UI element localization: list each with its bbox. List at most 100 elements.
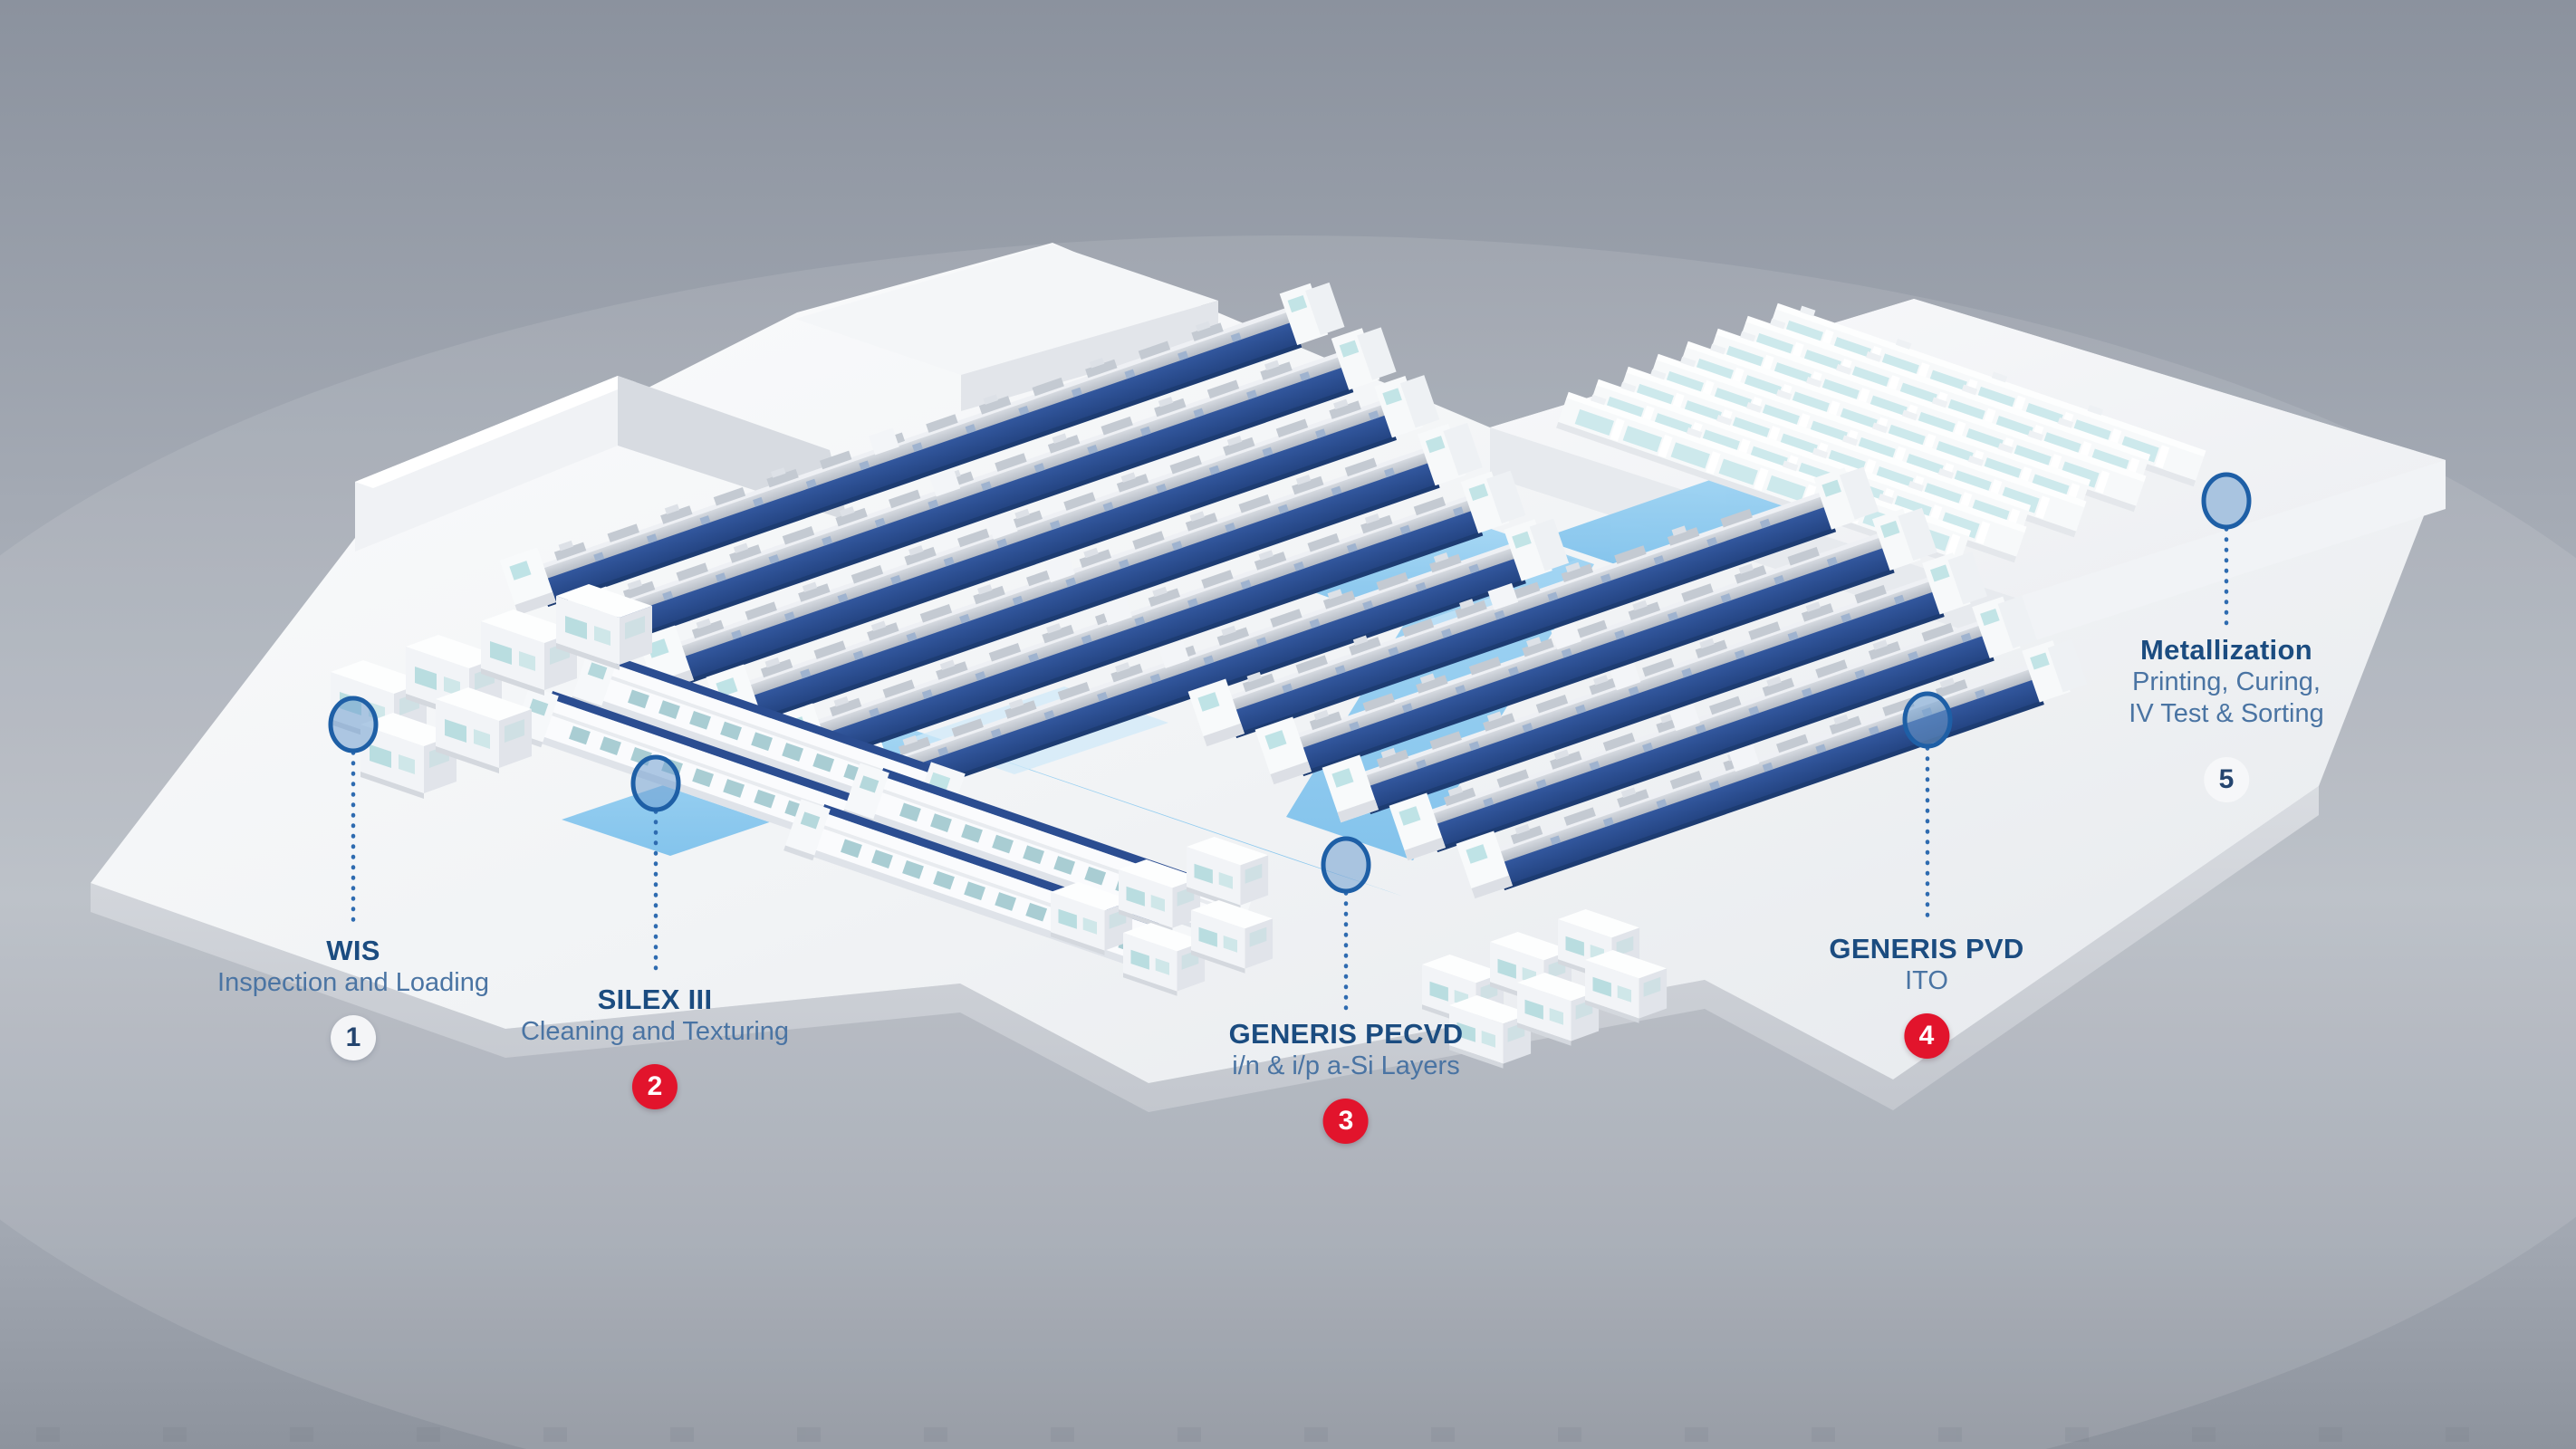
back-wall-2-face bbox=[961, 301, 1218, 411]
machine-part bbox=[1728, 744, 1760, 772]
filmstrip-mark bbox=[2065, 1427, 2089, 1442]
machine-part bbox=[569, 725, 591, 745]
machine-part bbox=[1813, 467, 1863, 530]
machine-part bbox=[550, 691, 877, 811]
machine-part bbox=[1695, 639, 1728, 659]
machine-part bbox=[1680, 356, 1697, 368]
machine-part bbox=[956, 528, 990, 548]
machine-part bbox=[1116, 474, 1149, 493]
callout-marker-wis[interactable] bbox=[328, 696, 379, 753]
machine-part bbox=[1656, 353, 2087, 509]
machine-part bbox=[1585, 949, 1668, 979]
machine-part bbox=[1459, 599, 1475, 609]
machine-part bbox=[436, 746, 499, 773]
machine-part bbox=[1416, 759, 1427, 770]
machine-part bbox=[1975, 688, 1986, 699]
machine-part bbox=[1602, 817, 1614, 828]
callout-marker-pvd[interactable] bbox=[1902, 691, 1953, 749]
machine-part bbox=[1600, 573, 1612, 584]
machine-part bbox=[2030, 652, 2050, 670]
machine-part bbox=[800, 668, 812, 679]
machine-part bbox=[360, 724, 424, 793]
machine-part bbox=[1203, 723, 1245, 747]
machine-part bbox=[1065, 577, 1077, 588]
machine-part bbox=[1514, 823, 1531, 835]
machine-part bbox=[1201, 570, 1234, 589]
machine-part bbox=[1456, 1022, 1475, 1042]
machine-part bbox=[1561, 563, 1594, 583]
machine-part bbox=[1466, 844, 1488, 864]
machine-part bbox=[1401, 619, 1435, 638]
machine-part bbox=[992, 834, 1014, 854]
station-name: WIS bbox=[326, 935, 380, 966]
machine-part bbox=[658, 700, 680, 719]
machine-part bbox=[1773, 574, 1785, 585]
filmstrip-mark bbox=[1812, 1427, 1835, 1442]
machine-part bbox=[995, 892, 1017, 911]
machine-part bbox=[1620, 787, 1637, 798]
step-badge-1: 1 bbox=[330, 1015, 376, 1060]
machine-part bbox=[1946, 533, 1961, 558]
callout-marker-pecvd[interactable] bbox=[1321, 836, 1371, 894]
machine-part bbox=[943, 556, 955, 567]
machine-part bbox=[1535, 779, 1547, 790]
machine-part bbox=[837, 593, 849, 603]
machine-part bbox=[819, 450, 852, 470]
machine-part bbox=[1471, 875, 1514, 899]
machine-part bbox=[1775, 389, 1793, 400]
machine-part bbox=[1289, 533, 1882, 741]
machine-part bbox=[1258, 550, 1274, 561]
machine-part bbox=[1287, 295, 1308, 313]
machine-part bbox=[1329, 400, 1361, 419]
machine-part bbox=[1191, 910, 1245, 969]
machine-part bbox=[647, 638, 669, 658]
machine-part bbox=[1512, 531, 1532, 549]
machine-part bbox=[1349, 721, 1360, 732]
machine-part bbox=[1380, 747, 1397, 759]
machine-part bbox=[1084, 866, 1107, 886]
machine-part bbox=[1193, 408, 1205, 418]
machine-part bbox=[671, 399, 1385, 649]
machine-part bbox=[1681, 583, 1714, 602]
machine-part bbox=[1004, 700, 1037, 719]
machine-part bbox=[1617, 789, 1649, 808]
callout-marker-metallization[interactable] bbox=[2201, 472, 2252, 530]
machine-part bbox=[1292, 475, 1324, 495]
callout-marker-silex[interactable] bbox=[630, 754, 681, 812]
back-wall-top bbox=[355, 376, 636, 488]
machine-part bbox=[1203, 655, 1215, 666]
machine-part bbox=[1759, 518, 1771, 529]
machine-part bbox=[1812, 447, 1829, 459]
machine-part bbox=[1947, 552, 1987, 605]
machine-part bbox=[1517, 1022, 1572, 1046]
machine-part bbox=[1051, 881, 1133, 911]
machine-part bbox=[782, 526, 815, 545]
machine-part bbox=[1821, 479, 1841, 497]
machine-part bbox=[1120, 472, 1136, 483]
machine-part bbox=[689, 710, 711, 730]
machine-part bbox=[720, 721, 742, 741]
machine-part bbox=[760, 658, 793, 678]
machine-part bbox=[1126, 886, 1145, 907]
machine-part bbox=[587, 662, 608, 680]
machine-part bbox=[1401, 703, 1413, 714]
machine-part bbox=[1762, 762, 1773, 772]
machine-part bbox=[1360, 514, 1393, 534]
support-machine bbox=[1517, 972, 1600, 1046]
machine-part bbox=[1468, 563, 1480, 574]
machine-part bbox=[1656, 799, 1668, 809]
machine-part bbox=[1967, 455, 1985, 466]
filmstrip-mark bbox=[543, 1427, 567, 1442]
machine-part bbox=[609, 655, 936, 774]
machine-part bbox=[1356, 576, 1933, 779]
machine-part bbox=[1196, 321, 1211, 332]
machine-part bbox=[1641, 657, 1675, 677]
machine-part bbox=[1169, 455, 1202, 475]
machine-part bbox=[1089, 357, 1105, 369]
machine-part bbox=[1614, 629, 1626, 640]
machine-part bbox=[1282, 683, 1293, 694]
machine-part bbox=[1449, 1005, 1504, 1064]
machine-part bbox=[754, 789, 776, 809]
machine-part bbox=[627, 579, 643, 590]
